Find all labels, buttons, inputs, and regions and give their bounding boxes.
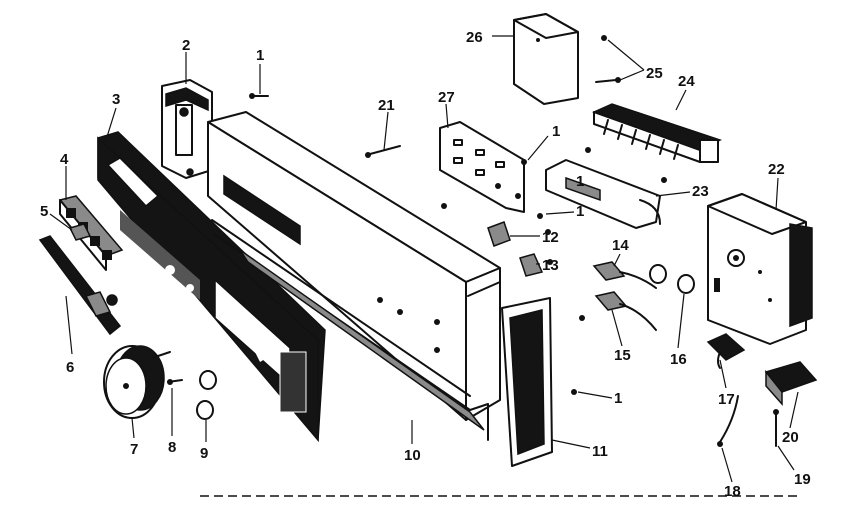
callout-18: 18 [724, 483, 741, 500]
callout-23: 23 [692, 183, 709, 200]
screw-part-19 [773, 409, 779, 447]
callout-9: 9 [200, 445, 208, 462]
callout-16: 16 [670, 351, 687, 368]
switch-bracket-part-23 [545, 159, 661, 229]
callout-20: 20 [782, 429, 799, 446]
pushbutton-strip-part-4 [58, 195, 124, 271]
terminal-part-20 [764, 361, 818, 406]
callout-7: 7 [130, 441, 138, 458]
mounting-plate-part-27 [439, 121, 525, 213]
control-panel-part-3 [97, 131, 326, 443]
screws-part-25 [595, 35, 621, 83]
callout-8: 8 [168, 439, 176, 456]
switch-part-14 [592, 261, 657, 289]
wire-part-18 [717, 395, 739, 447]
callout-1-top: 1 [256, 47, 264, 64]
small-knob-part-5 [68, 223, 92, 241]
callout-22: 22 [768, 161, 785, 178]
callout-1-low: 1 [614, 390, 622, 407]
callout-27: 27 [438, 89, 455, 106]
console-housing-part-10 [207, 111, 501, 441]
callout-12: 12 [542, 229, 559, 246]
screws-part-1-21 [249, 93, 667, 395]
callout-5: 5 [40, 203, 48, 220]
switch-part-15 [594, 291, 657, 331]
callout-13: 13 [542, 257, 559, 274]
callout-17: 17 [718, 391, 735, 408]
callout-labels: 1 1 1 1 2 3 4 5 6 7 8 9 10 11 12 13 14 1… [40, 29, 811, 500]
terminal-block-part-24 [591, 103, 722, 163]
motor-part-17 [706, 333, 746, 369]
lever-bar-part-6 [38, 235, 122, 336]
callout-6: 6 [66, 359, 74, 376]
clip-part-12 [487, 221, 551, 247]
callout-24: 24 [678, 73, 695, 90]
callout-1-mid: 1 [576, 203, 584, 220]
callout-25: 25 [646, 65, 663, 82]
callout-14: 14 [612, 237, 629, 254]
callout-21: 21 [378, 97, 395, 114]
callout-1-plate-left: 1 [576, 173, 584, 190]
callout-15: 15 [614, 347, 631, 364]
connector-part-13 [519, 253, 553, 277]
callout-3: 3 [112, 91, 120, 108]
callout-11: 11 [592, 443, 608, 460]
dial-knob-part-7 [103, 345, 165, 419]
callout-26: 26 [466, 29, 483, 46]
vent-panel-part-11 [501, 297, 553, 467]
bracket-part-2 [161, 79, 213, 179]
leader-lines [49, 35, 799, 483]
callout-4: 4 [60, 151, 69, 168]
timer-part-22 [707, 193, 813, 345]
cover-part-26 [513, 13, 579, 105]
callout-10: 10 [404, 447, 421, 464]
screw-part-8 [151, 351, 183, 385]
callout-1-plate: 1 [552, 123, 560, 140]
callout-2: 2 [182, 37, 190, 54]
lamp-part-16 [649, 264, 695, 294]
knob-caps-part-9 [196, 370, 217, 420]
callout-19: 19 [794, 471, 811, 488]
